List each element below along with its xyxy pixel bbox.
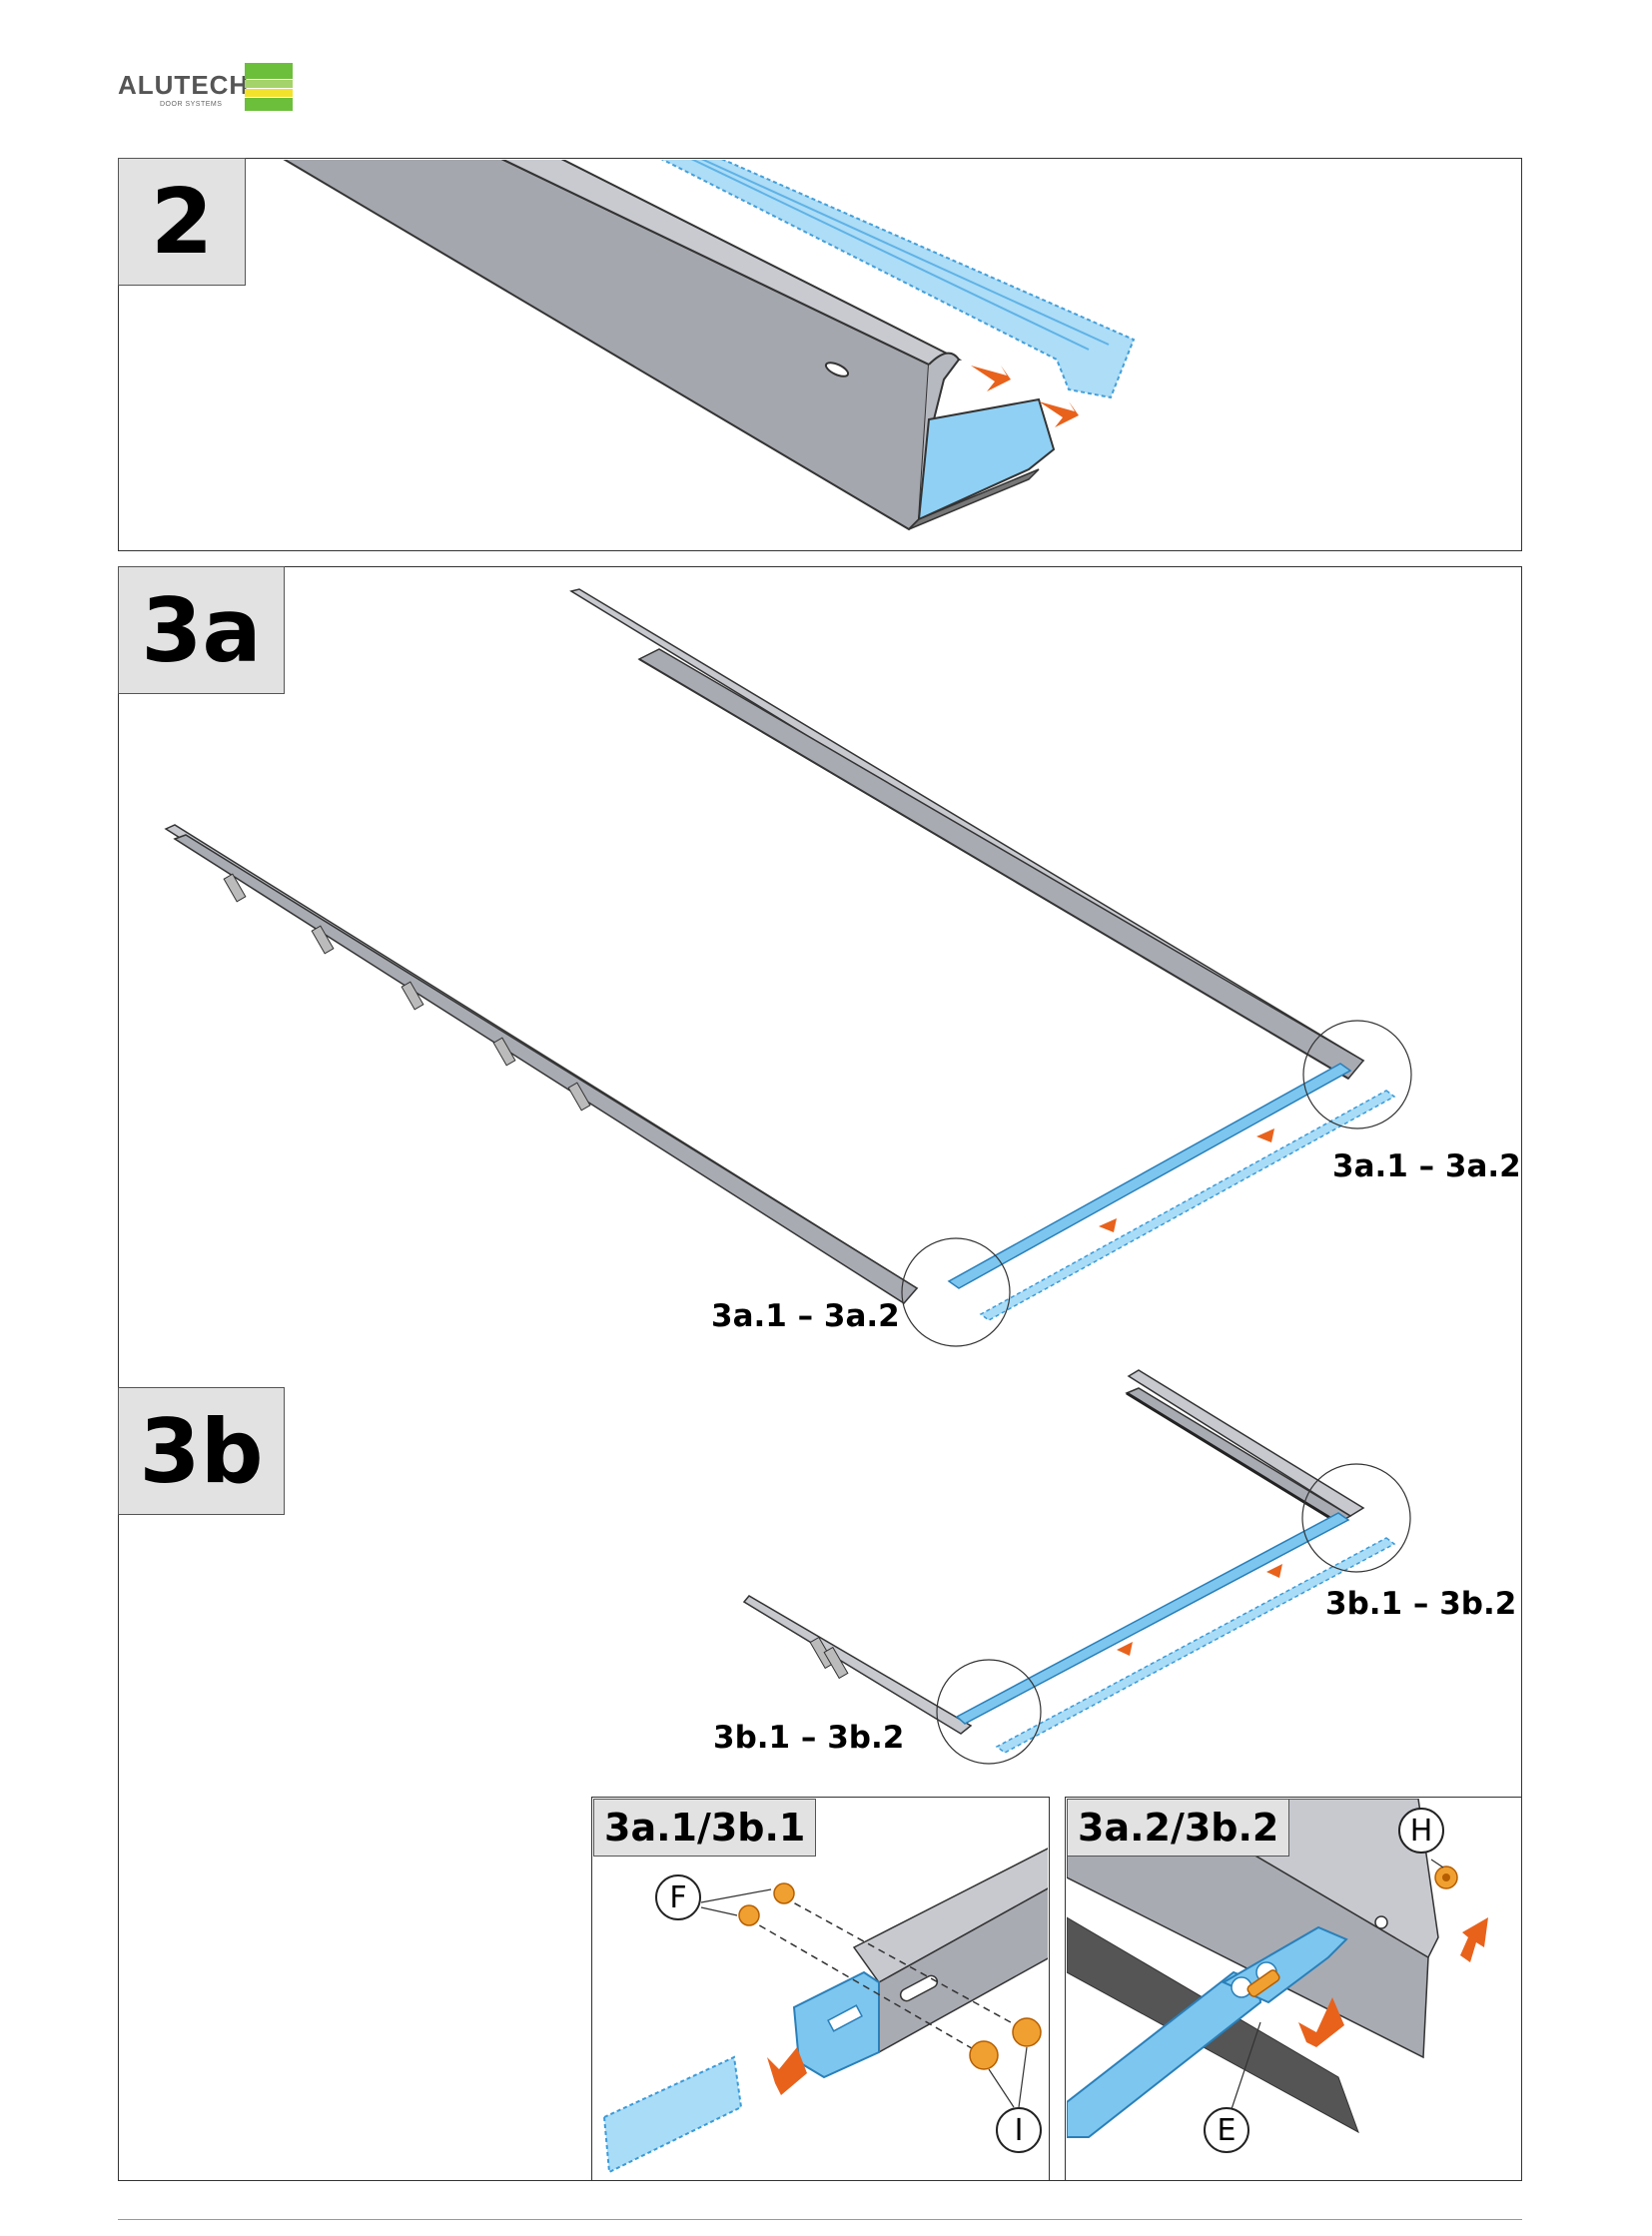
callout-3a-right: 3a.1 – 3a.2 [1332, 1148, 1521, 1184]
step2-profile-drawing [283, 160, 1136, 531]
detail2-drawing [1067, 1799, 1488, 2138]
step3a-drawing [164, 588, 1412, 1347]
callout-3a-left: 3a.1 – 3a.2 [711, 1298, 900, 1334]
step3b-drawing [742, 1369, 1411, 1765]
part-label-e: E [1204, 2107, 1249, 2153]
callout-3b-left: 3b.1 – 3b.2 [713, 1720, 905, 1756]
step-3b-label: 3b [118, 1387, 285, 1515]
brand-name: ALUTECH [118, 70, 250, 100]
step-3a-label: 3a [118, 566, 285, 694]
detail-1-title: 3a.1/3b.1 [593, 1799, 817, 1857]
detail-2-title: 3a.2/3b.2 [1067, 1799, 1290, 1857]
part-label-i: I [996, 2107, 1042, 2153]
callout-3b-right: 3b.1 – 3b.2 [1325, 1586, 1517, 1622]
detail1-drawing [602, 1848, 1048, 2174]
part-label-h: H [1398, 1808, 1444, 1854]
footer-rule [118, 2219, 1522, 2220]
part-label-f: F [655, 1874, 701, 1920]
brand-logo-icon [245, 63, 293, 111]
brand-subtitle: DOOR SYSTEMS [160, 101, 223, 108]
step-2-label: 2 [118, 158, 246, 286]
